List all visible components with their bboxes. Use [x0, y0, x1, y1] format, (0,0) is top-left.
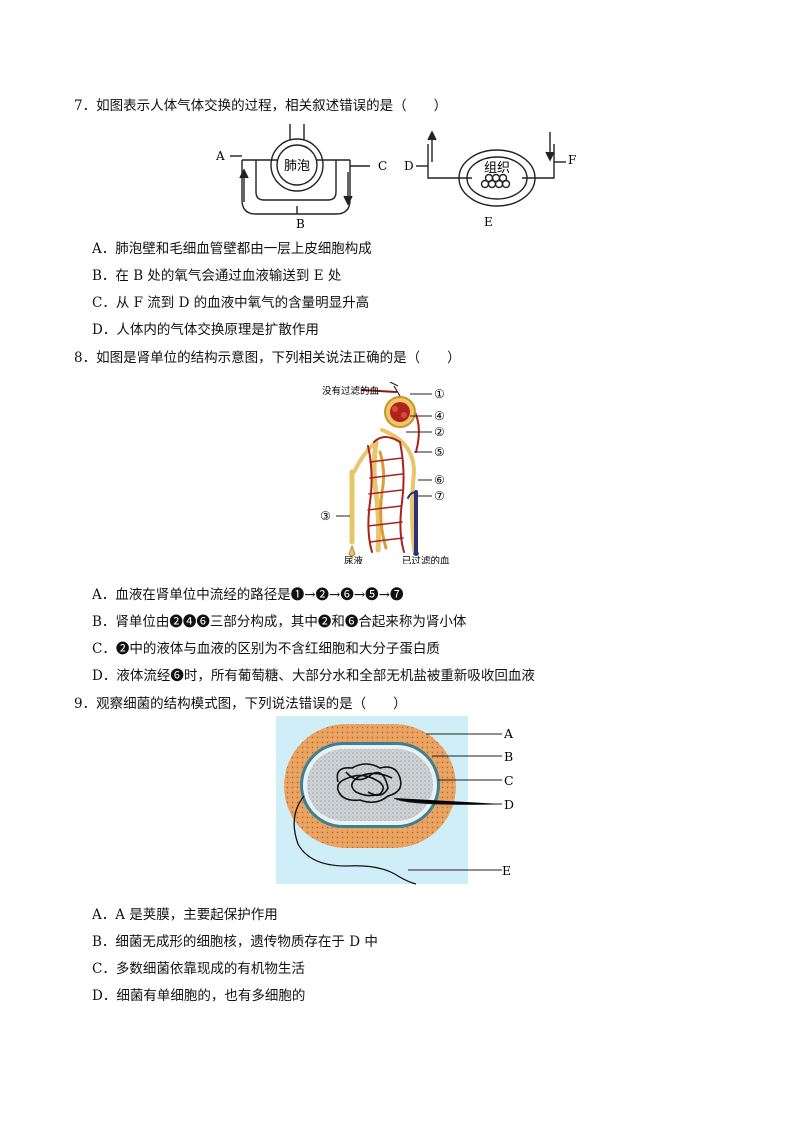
label-7: ⑦ — [434, 489, 445, 503]
label-d: D — [504, 797, 514, 812]
label-6: ⑥ — [434, 473, 445, 487]
urine-label: 尿液 — [344, 555, 364, 564]
label-2: ② — [434, 425, 445, 439]
q9-bacteria-diagram: A B C D E — [276, 716, 514, 885]
filtered-blood-label: 已过滤的血 — [402, 555, 450, 564]
q9-option-b: B．细菌无成形的细胞核，遗传物质存在于 D 中 — [92, 934, 378, 950]
q8-option-d: D．液体流经❻时，所有葡萄糖、大部分水和全部无机盐被重新吸收回血液 — [92, 668, 535, 684]
label-e: E — [484, 215, 493, 229]
label-4: ④ — [434, 409, 445, 423]
q7-option-d: D．人体内的气体交换原理是扩散作用 — [92, 322, 319, 338]
q7-stem: 7．如图表示人体气体交换的过程，相关叙述错误的是（ ） — [74, 98, 448, 114]
q7-option-a: A．肺泡壁和毛细血管壁都由一层上皮细胞构成 — [92, 241, 372, 257]
label-a: A — [503, 726, 514, 741]
label-b: B — [296, 217, 305, 230]
q9-option-a: A．A 是荚膜，主要起保护作用 — [92, 907, 278, 923]
q8-nephron-diagram: 没有过滤的血 ① ④ ② ⑤ ⑥ ⑦ ③ 尿液 已过滤的血 — [320, 382, 450, 564]
label-f: F — [568, 153, 576, 167]
alveolus-label: 肺泡 — [284, 159, 310, 174]
q7-option-b: B．在 B 处的氧气会通过血液输送到 E 处 — [92, 268, 342, 284]
label-c: C — [504, 773, 514, 788]
q9-option-c: C．多数细菌依靠现成的有机物生活 — [92, 961, 305, 977]
q8-stem: 8．如图是肾单位的结构示意图，下列相关说法正确的是（ ） — [74, 350, 461, 366]
q9-stem: 9．观察细菌的结构模式图，下列说法错误的是（ ） — [74, 696, 407, 712]
label-d: D — [404, 159, 414, 173]
label-e: E — [502, 863, 511, 878]
label-c: C — [378, 159, 387, 173]
q8-option-c: C．❷中的液体与血液的区别为不含红细胞和大分子蛋白质 — [92, 641, 440, 657]
q7-option-c: C．从 F 流到 D 的血液中氧气的含量明显升高 — [92, 295, 370, 311]
label-a: A — [215, 149, 225, 163]
label-b: B — [504, 749, 513, 764]
q7-gas-exchange-diagram: 肺泡 组织 A B C D E F — [215, 124, 576, 230]
label-1: ① — [434, 387, 445, 401]
unfiltered-blood-label: 没有过滤的血 — [322, 385, 380, 397]
label-5: ⑤ — [434, 445, 445, 459]
label-3: ③ — [320, 509, 331, 523]
q8-option-a: A．血液在肾单位中流经的路径是❶→❷→❻→❺→❼ — [92, 587, 404, 603]
q8-option-b: B．肾单位由❷❹❻三部分构成，其中❷和❻合起来称为肾小体 — [92, 614, 467, 630]
q9-option-d: D．细菌有单细胞的，也有多细胞的 — [92, 988, 306, 1004]
tissue-label: 组织 — [484, 161, 510, 176]
